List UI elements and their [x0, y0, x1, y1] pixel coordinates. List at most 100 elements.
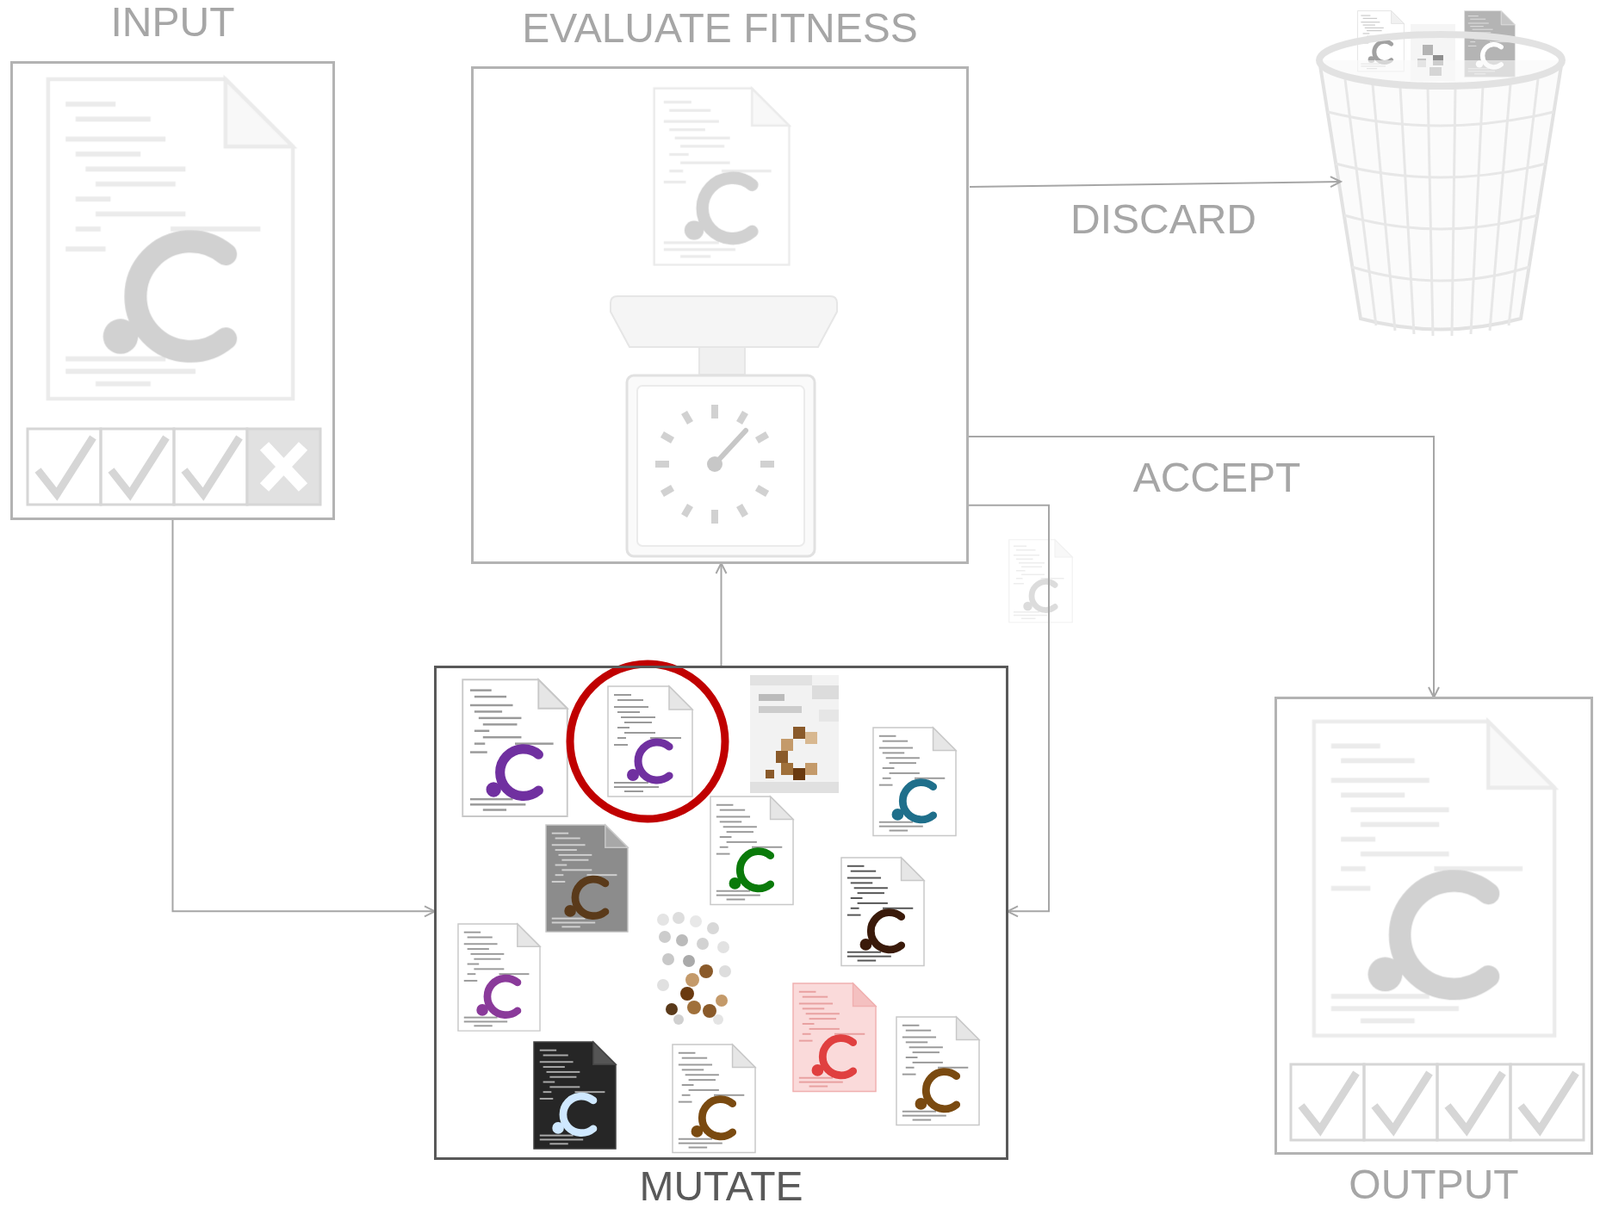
output-illustration — [1290, 721, 1584, 1141]
arrow-label: DISCARD — [1070, 198, 1257, 241]
trash-can — [1351, 266, 1530, 281]
scale-illustration — [655, 404, 775, 524]
scale-illustration — [660, 431, 675, 444]
dotted-file-icon — [696, 937, 709, 950]
flow-arrow — [173, 520, 435, 912]
pixelated-file-icon — [758, 694, 785, 701]
dotted-file-icon — [717, 941, 730, 954]
test-check — [37, 437, 94, 495]
pixelated-file-icon — [805, 762, 818, 776]
scale-illustration — [736, 503, 749, 518]
mutate-box: MUTATE — [434, 665, 1009, 1160]
scale-illustration — [755, 431, 769, 444]
test-check — [173, 428, 248, 505]
input-illustration — [27, 79, 321, 505]
test-check — [1290, 1064, 1365, 1141]
trash-can — [1319, 60, 1563, 330]
stage-heading: MUTATE — [638, 1165, 803, 1208]
test-check — [27, 428, 101, 505]
trash-can — [1319, 34, 1563, 87]
dotted-file-icon — [658, 930, 671, 943]
variant-file-icon — [462, 679, 568, 817]
discarded-file-icon — [1422, 44, 1433, 56]
output-box: OUTPUT — [1274, 696, 1594, 1155]
test-check — [1447, 1072, 1503, 1130]
test-check — [1437, 1064, 1511, 1141]
scale-illustration — [760, 460, 775, 468]
pixelated-file-icon — [812, 685, 839, 700]
dotted-file-icon — [719, 965, 732, 978]
pixelated-file-icon — [793, 726, 806, 739]
dotted-file-icon — [657, 913, 670, 926]
stage-heading: INPUT — [111, 1, 236, 44]
flow-arrow — [720, 564, 723, 666]
selection-ring — [570, 663, 726, 819]
pixelated-file-icon — [805, 731, 818, 745]
flow-arrow — [968, 505, 1049, 912]
variant-file-icon — [793, 983, 876, 1092]
scale-illustration — [711, 509, 719, 524]
trash-can — [1344, 215, 1538, 230]
trash-can — [1327, 111, 1554, 126]
scale-illustration — [736, 410, 749, 425]
test-check — [1301, 1072, 1357, 1130]
input-box: INPUT — [10, 61, 335, 521]
test-check — [27, 428, 101, 505]
stage-heading: EVALUATE FITNESS — [521, 7, 918, 50]
dotted-file-icon — [675, 934, 689, 947]
fitness-box: EVALUATE FITNESS — [471, 66, 969, 565]
test-check — [173, 428, 248, 505]
scale-illustration — [637, 385, 805, 546]
pixelated-file-icon — [750, 675, 839, 794]
test-fail — [247, 428, 321, 505]
scale-illustration — [699, 347, 745, 375]
weighed-file-icon — [654, 88, 790, 266]
dotted-file-icon — [665, 1003, 678, 1016]
test-check — [1510, 1064, 1584, 1141]
variant-file-icon — [873, 727, 956, 836]
variant-file-icon — [896, 1017, 980, 1125]
scale-illustration — [681, 503, 694, 518]
variant-file-icon — [672, 1044, 756, 1153]
dotted-file-icon — [657, 911, 732, 1025]
scale-illustration — [660, 484, 675, 497]
test-check — [100, 428, 174, 505]
stage-heading: OUTPUT — [1348, 1164, 1519, 1206]
test-check — [1510, 1064, 1584, 1141]
variant-file-icon — [710, 796, 794, 905]
dotted-file-icon — [706, 922, 720, 935]
scale-illustration — [610, 88, 838, 557]
dotted-file-icon — [662, 953, 675, 966]
test-check — [1374, 1072, 1430, 1130]
scale-illustration — [610, 296, 838, 348]
dotted-file-icon — [672, 911, 685, 925]
test-check — [1364, 1064, 1438, 1141]
dotted-file-icon — [702, 1004, 717, 1018]
variant-file-icon — [458, 924, 540, 1031]
pixelated-file-icon — [750, 781, 839, 794]
dotted-file-icon — [680, 986, 695, 1001]
variant-file-icon — [841, 857, 925, 966]
test-check — [184, 437, 240, 495]
dotted-file-icon — [657, 979, 670, 992]
pixelated-file-icon — [775, 750, 788, 763]
variant-file-icon — [545, 824, 628, 932]
returning-file-icon — [1009, 539, 1073, 623]
label-anchor: DISCARD — [1070, 198, 1257, 241]
edge-label: ACCEPT — [1133, 457, 1302, 499]
population — [458, 663, 980, 1153]
variant-file-icon — [533, 1041, 616, 1149]
scale-illustration — [626, 375, 815, 557]
dotted-file-icon — [682, 955, 695, 968]
dotted-file-icon — [685, 973, 700, 987]
scale-illustration — [681, 410, 694, 425]
test-check — [100, 428, 174, 505]
pixelated-file-icon — [758, 706, 802, 714]
pixelated-file-icon — [750, 675, 839, 794]
test-check — [1437, 1064, 1511, 1141]
scale-illustration — [711, 404, 719, 419]
trash-can — [1319, 11, 1563, 336]
dotted-file-icon — [687, 1000, 701, 1015]
edge-label-anchor: ACCEPT — [1133, 457, 1302, 499]
